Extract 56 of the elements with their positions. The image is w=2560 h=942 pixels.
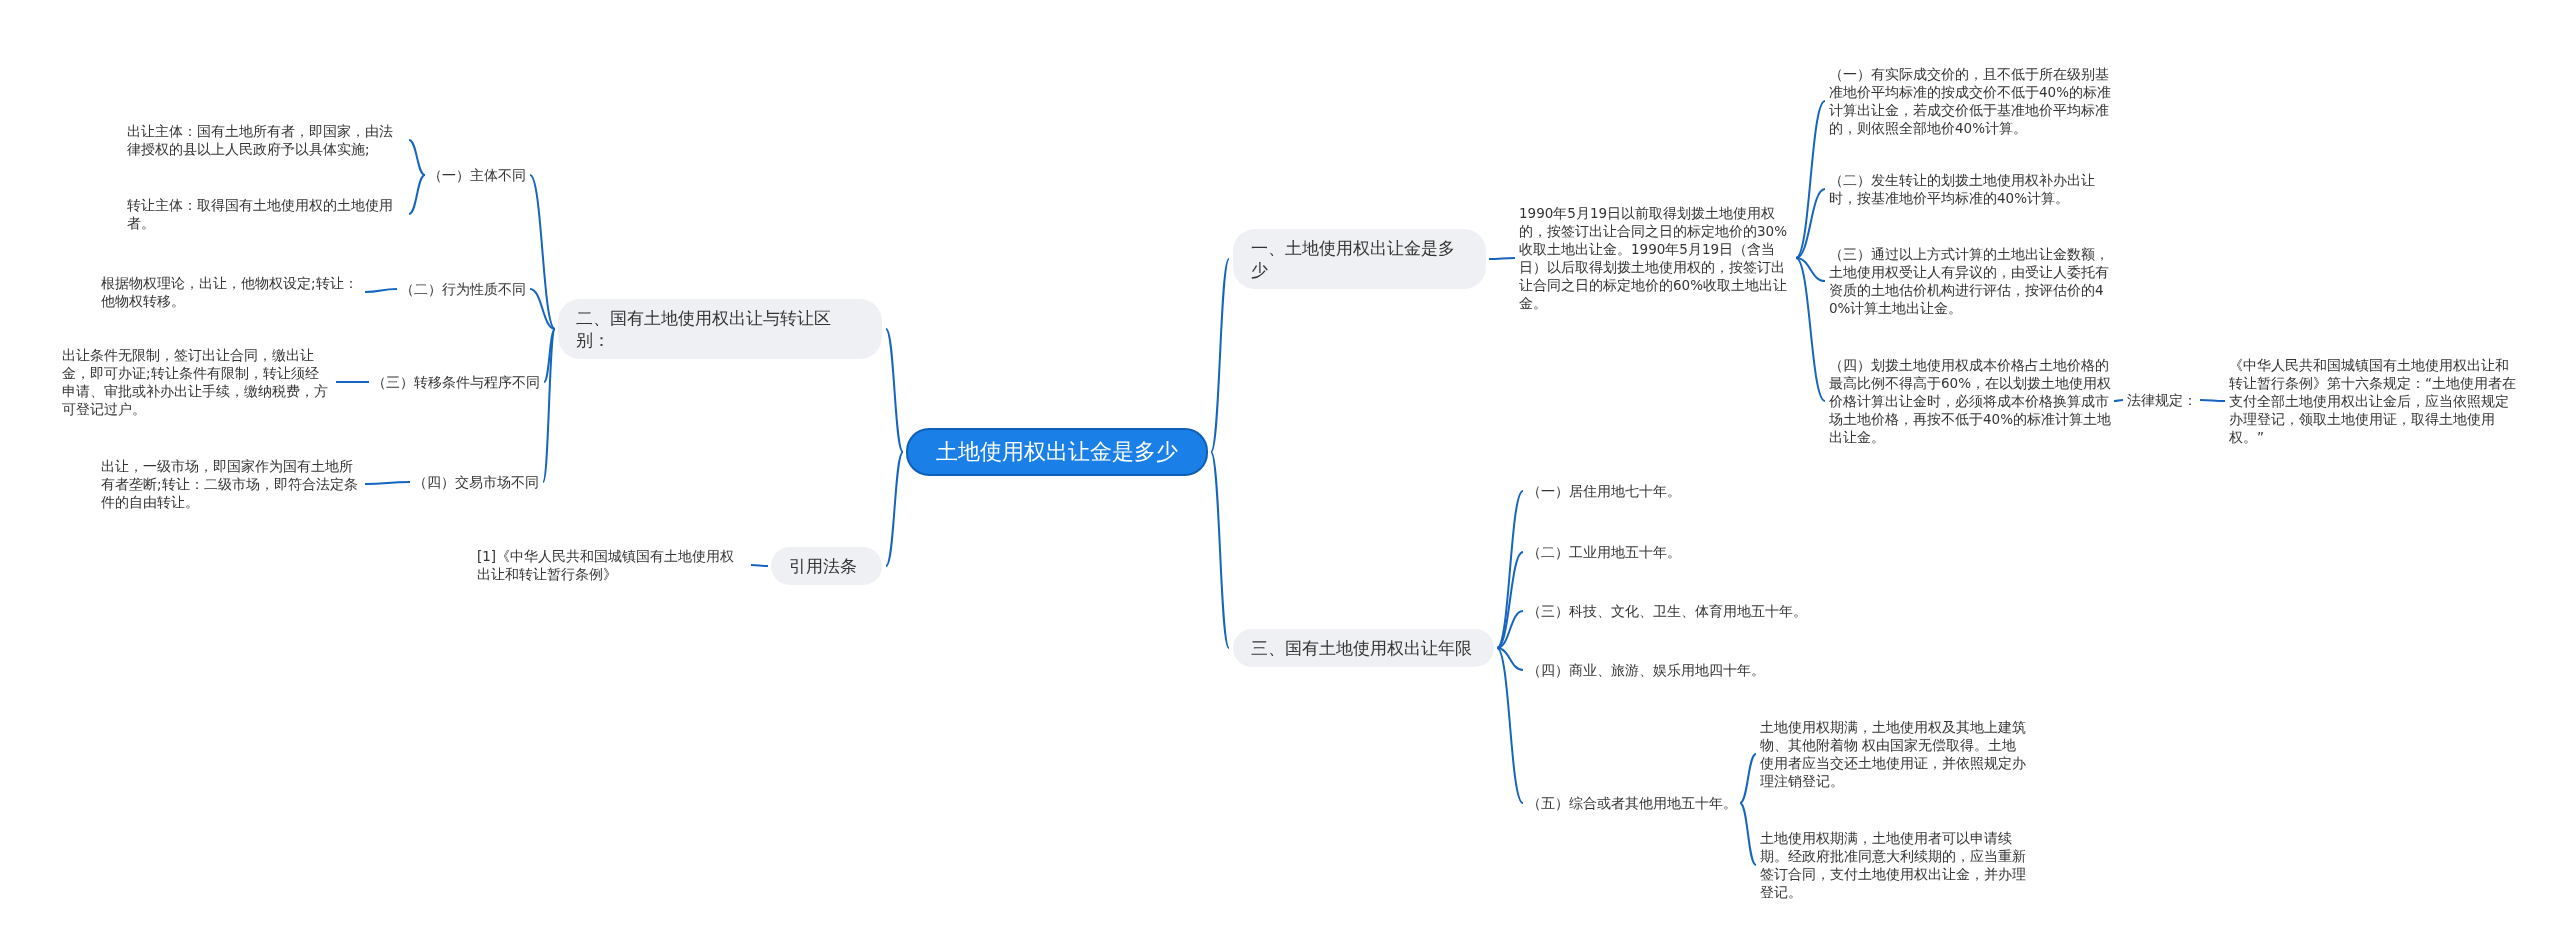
connector-line (1739, 753, 1757, 804)
topic-text: （三）通过以上方式计算的土地出让金数额，土地使用权受让人有异议的，由受让人委托有资质的土地估价机构进行评估，按评估价的40%计算土地出让金。 (1829, 245, 2111, 317)
topic-text: （三）转移条件与程序不同 (372, 373, 540, 391)
topic-text: （四）商业、旅游、娱乐用地四十年。 (1527, 661, 1765, 679)
connector-line (2199, 399, 2226, 402)
connector-line (1210, 258, 1230, 453)
topic-text: 1990年5月19日以前取得划拨土地使用权的，按签订出让合同之日的标定地价的30%收取土地出让金。1990年5月19日（含当日）以后取得划拨土地使用权的，按签订出让合同之日的标定地价的60%收取土地出让金。 (1519, 204, 1793, 312)
connector-line (1795, 257, 1826, 402)
branch-topic: 引用法条 (771, 547, 882, 585)
topic-text: 出让条件无限制，签订出让合同，缴出让金，即可办证;转让条件有限制，转让须经申请、审批或补办出让手续，缴纳税费，方可登记过户。 (62, 346, 332, 418)
connector-line (543, 328, 556, 383)
connector-line (2113, 399, 2124, 402)
connector-line (1496, 647, 1524, 804)
topic-text: （二）行为性质不同 (400, 280, 526, 298)
connector-line (885, 328, 904, 453)
central-topic: 土地使用权出让金是多少 (906, 428, 1208, 476)
connector-line (408, 174, 426, 215)
topic-text: （五）综合或者其他用地五十年。 (1527, 794, 1737, 812)
topic-text: （一）有实际成交价的，且不低于所在级别基准地价平均标准的按成交价不低于40%的标准计算出让金，若成交价低于基准地价平均标准的，则依照全部地价40%计算。 (1829, 65, 2111, 137)
topic-text: 转让主体：取得国有土地使用权的土地使用者。 (127, 196, 405, 232)
topic-text: （一）居住用地七十年。 (1527, 482, 1681, 500)
branch-topic: 一、土地使用权出让金是多少 (1233, 229, 1486, 289)
topic-text: （三）科技、文化、卫生、体育用地五十年。 (1527, 602, 1807, 620)
connector-line (1795, 257, 1826, 282)
connector-line (529, 174, 556, 330)
connector-line (1496, 551, 1524, 649)
connector-line (885, 451, 904, 567)
branch-topic: 三、国有土地使用权出让年限 (1233, 629, 1494, 667)
connector-line (529, 288, 556, 330)
connector-line (750, 564, 769, 567)
connector-line (408, 139, 426, 176)
topic-text: 法律规定： (2127, 391, 2197, 409)
branch-topic: 二、国有土地使用权出让与转让区别： (558, 299, 882, 359)
connector-line (335, 381, 370, 383)
topic-text: 根据物权理论，出让，他物权设定;转让：他物权转移。 (101, 274, 361, 310)
connector-line (1496, 610, 1524, 649)
connector-line (1739, 802, 1757, 866)
connector-line (1795, 188, 1826, 259)
topic-text: 《中华人民共和国城镇国有土地使用权出让和转让暂行条例》第十六条规定：“土地使用者在支付全部土地使用权出让金后，应当依照规定办理登记，领取土地使用证，取得土地使用权。” (2229, 356, 2521, 446)
connector-line (1488, 257, 1516, 260)
topic-text: （四）划拨土地使用权成本价格占土地价格的最高比例不得高于60%，在以划拨土地使用权价格计算出让金时，必须将成本价格换算成市场土地价格，再按不低于40%的标准计算土地出让金。 (1829, 356, 2111, 446)
connector-line (1795, 100, 1826, 259)
topic-text: 土地使用权期满，土地使用权及其地上建筑物、其他附着物 权由国家无偿取得。土地使用者应当交还土地使用证，并依照规定办理注销登记。 (1760, 718, 2030, 790)
connector-line (364, 481, 411, 485)
topic-text: 土地使用权期满，土地使用者可以申请续期。经政府批准同意大利续期的，应当重新签订合同，支付土地使用权出让金，并办理登记。 (1760, 829, 2030, 901)
connector-line (1496, 647, 1524, 671)
topic-text: 出让主体：国有土地所有者，即国家，由法律授权的县以上人民政府予以具体实施; (127, 122, 405, 158)
topic-text: 出让，一级市场，即国家作为国有土地所有者垄断;转让：二级市场，即符合法定条件的自由转让。 (101, 457, 361, 511)
connector-line (364, 288, 398, 293)
connector-line (1210, 451, 1230, 649)
topic-text: （四）交易市场不同 (413, 473, 539, 491)
topic-text: （二）工业用地五十年。 (1527, 543, 1681, 561)
topic-text: [1]《中华人民共和国城镇国有土地使用权出让和转让暂行条例》 (477, 547, 747, 583)
topic-text: （一）主体不同 (428, 166, 526, 184)
connector-line (542, 328, 556, 483)
topic-text: （二）发生转让的划拨土地使用权补办出让时，按基准地价平均标准的40%计算。 (1829, 171, 2111, 207)
